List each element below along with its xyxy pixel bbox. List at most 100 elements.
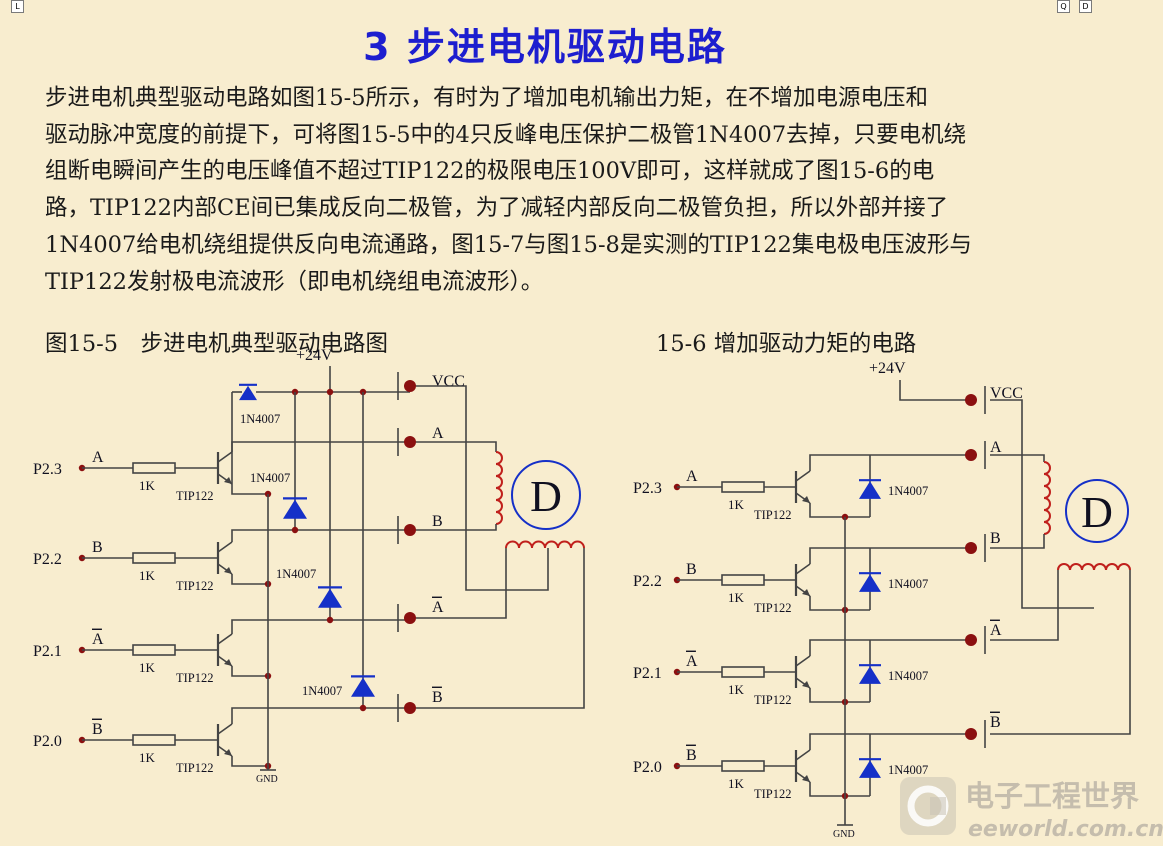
wire xyxy=(416,524,497,531)
resistor-1k xyxy=(721,760,765,772)
pin-label-b: B xyxy=(432,513,443,530)
resistor-label: 1K xyxy=(728,497,745,512)
corner-l-button[interactable]: L xyxy=(11,0,24,13)
emitter-arrow xyxy=(802,496,810,503)
wire xyxy=(809,596,870,611)
emitter-arrow xyxy=(224,567,232,574)
connector-pin xyxy=(965,728,977,740)
pin-label-b: B xyxy=(990,530,1001,547)
page-title: 3 步进电机驱动电路 xyxy=(363,25,727,69)
tip122-label: TIP122 xyxy=(754,601,792,615)
wire xyxy=(990,454,1045,462)
emitter-arrow xyxy=(802,775,810,782)
stepper-motor xyxy=(511,460,581,530)
pin-label-a: A xyxy=(432,425,444,442)
tip122-label: TIP122 xyxy=(754,508,792,522)
signal-label: B xyxy=(686,561,697,578)
q-button[interactable]: Q xyxy=(1057,0,1070,13)
junction-dot xyxy=(359,704,367,712)
paragraph-line: TIP122发射极电流波形（即电机绕组电流波形）。 xyxy=(45,268,544,295)
input-label-P21: P2.1 xyxy=(633,665,662,682)
watermark-cn: 电子工程世界 xyxy=(965,779,1139,813)
tip122-collector xyxy=(217,723,233,735)
signal-label: B xyxy=(686,747,697,764)
wire xyxy=(809,503,870,518)
paragraph-line: 步进电机典型驱动电路如图15-5所示，有时为了增加电机输出力矩，在不增加电源电压… xyxy=(45,85,929,111)
pin-label-abar: A xyxy=(990,622,1002,639)
emitter-arrow xyxy=(802,589,810,596)
motor-coil-ab xyxy=(495,451,503,525)
diode-1n4007 xyxy=(859,760,881,778)
resistor-1k xyxy=(132,552,176,564)
diode-label: 1N4007 xyxy=(888,763,928,777)
pin-label-bbar: B xyxy=(432,689,443,706)
figure-caption-right: 15-6 增加驱动力矩的电路 xyxy=(656,331,917,357)
junction-dot xyxy=(326,616,334,624)
resistor-label: 1K xyxy=(728,590,745,605)
junction-dot xyxy=(326,388,334,396)
tip122-collector xyxy=(217,633,233,645)
paragraph-line: 1N4007给电机绕组提供反向电流通路，图15-7与图15-8是实测的TIP12… xyxy=(45,231,972,258)
wire xyxy=(990,534,1045,549)
watermark-logo: 电子工程世界 eeworld.com.cn xyxy=(900,777,1163,842)
pin-label-abar: A xyxy=(432,599,444,616)
emitter-arrow xyxy=(802,681,810,688)
emitter-arrow xyxy=(224,477,232,484)
wire xyxy=(416,548,507,619)
wire xyxy=(809,733,870,750)
circuit-15-6: P2.3A1KTIP1221N4007P2.2B1KTIP1221N4007P2… xyxy=(633,360,1131,840)
motor-label: D xyxy=(530,472,562,521)
tip122-collector xyxy=(795,655,811,667)
paragraph-line: 路，TIP122内部CE间已集成反向二极管，为了减轻内部反向二极管负担，所以外部… xyxy=(45,195,949,222)
wire xyxy=(809,547,870,564)
tip122-label: TIP122 xyxy=(176,761,214,775)
input-label-P23: P2.3 xyxy=(633,480,662,497)
wire xyxy=(809,688,870,703)
diode-label: 1N4007 xyxy=(250,471,290,485)
resistor-label: 1K xyxy=(728,682,745,697)
circuit-15-5: P2.3A1KTIP122P2.2B1KTIP122P2.1A1KTIP122P… xyxy=(33,347,585,785)
connector-pin xyxy=(965,449,977,461)
supply-label: +24V xyxy=(296,347,333,364)
input-label-P20: P2.0 xyxy=(633,759,662,776)
connector-pin xyxy=(404,524,416,536)
supply-label: +24V xyxy=(869,360,906,377)
signal-label: A xyxy=(686,653,698,670)
tip122-label: TIP122 xyxy=(176,489,214,503)
input-label-P22: P2.2 xyxy=(33,551,62,568)
d-button[interactable]: D xyxy=(1079,0,1092,13)
resistor-label: 1K xyxy=(139,568,156,583)
signal-label: A xyxy=(92,631,104,648)
diode-1n4007 xyxy=(859,481,881,499)
watermark-en: eeworld.com.cn xyxy=(968,817,1163,842)
input-label-P21: P2.1 xyxy=(33,643,62,660)
resistor-1k xyxy=(132,644,176,656)
diode-1n4007 xyxy=(283,499,307,519)
signal-label: B xyxy=(92,721,103,738)
resistor-1k xyxy=(721,666,765,678)
diode-label: 1N4007 xyxy=(888,577,928,591)
signal-label: A xyxy=(686,468,698,485)
wire xyxy=(990,570,1131,735)
wire xyxy=(231,441,410,484)
wire xyxy=(809,454,870,471)
tip122-collector xyxy=(795,470,811,482)
diode-1n4007 xyxy=(318,588,342,608)
paragraph-line: 驱动脉冲宽度的前提下，可将图15-5中的4只反峰电压保护二极管1N4007去掉，… xyxy=(45,121,967,148)
pin-label-bbar: B xyxy=(990,714,1001,731)
wire xyxy=(231,529,410,542)
resistor-1k xyxy=(721,574,765,586)
wire xyxy=(231,619,410,634)
diode-1n4007 xyxy=(859,666,881,684)
wire xyxy=(809,639,870,656)
input-label-P22: P2.2 xyxy=(633,573,662,590)
wire xyxy=(231,707,410,724)
stepper-motor xyxy=(1065,479,1129,543)
resistor-label: 1K xyxy=(139,660,156,675)
tip122-label: TIP122 xyxy=(176,671,214,685)
diode-1n4007 xyxy=(859,574,881,592)
motor-coil-abar-bbar xyxy=(1057,563,1131,571)
vcc-label: VCC xyxy=(990,385,1023,402)
tip122-collector xyxy=(217,541,233,553)
